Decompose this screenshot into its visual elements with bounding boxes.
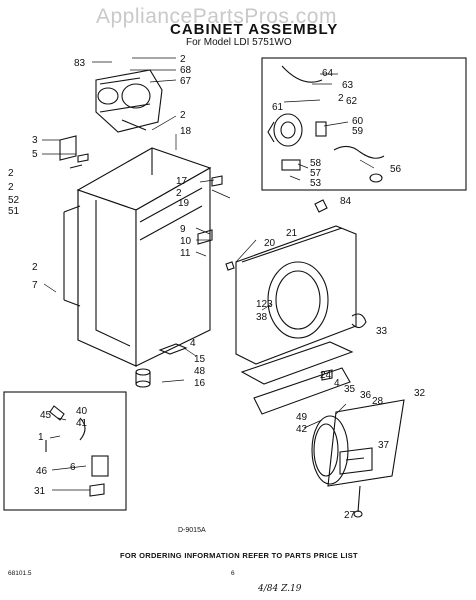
callout-2: 2 <box>32 262 38 273</box>
callout-37: 37 <box>378 440 390 451</box>
pump-assembly <box>95 69 163 133</box>
callout-67: 67 <box>180 76 192 87</box>
handwritten-note: 4/84 Z.19 <box>258 584 302 594</box>
callout-7: 7 <box>32 280 38 291</box>
leader-lines <box>42 57 375 491</box>
callout-41: 41 <box>76 418 88 429</box>
callout-36: 36 <box>360 390 372 401</box>
callout-32: 32 <box>414 388 426 399</box>
callout-48: 48 <box>194 366 206 377</box>
callout-35: 35 <box>344 384 356 395</box>
callout-42: 42 <box>296 424 308 435</box>
diagram-title: CABINET ASSEMBLY <box>170 21 339 38</box>
callout-2: 2 <box>8 168 14 179</box>
callout-2: 2 <box>180 54 186 65</box>
callout-51: 51 <box>8 206 20 217</box>
callout-2: 2 <box>8 182 14 193</box>
cabinet-body <box>63 147 212 367</box>
callout-40: 40 <box>76 406 88 417</box>
callout-53: 53 <box>310 178 322 189</box>
callout-9: 9 <box>180 224 186 235</box>
callout-24: 24 <box>320 370 332 381</box>
callout-1: 1 <box>38 432 44 443</box>
watermark: AppliancePartsPros.com <box>96 5 337 28</box>
callout-19: 19 <box>178 198 190 209</box>
drive-motor <box>267 65 385 183</box>
callout-64: 64 <box>322 68 334 79</box>
corner-brackets <box>135 175 223 388</box>
callout-4: 4 <box>334 378 340 389</box>
callout-11: 11 <box>180 248 191 259</box>
callout-4: 4 <box>190 338 196 349</box>
ordering-note: FOR ORDERING INFORMATION REFER TO PARTS … <box>120 551 358 560</box>
door-assembly <box>311 399 405 518</box>
callout-56: 56 <box>390 164 402 175</box>
callout-18: 18 <box>180 126 192 137</box>
side-brackets <box>59 135 89 169</box>
callout-27: 27 <box>344 510 356 521</box>
callout-15: 15 <box>194 354 206 365</box>
callout-10: 10 <box>180 236 192 247</box>
drive-motor-inset-box <box>261 57 467 191</box>
callout-2: 2 <box>338 93 344 104</box>
callout-59: 59 <box>352 126 364 137</box>
callout-2: 2 <box>176 188 182 199</box>
page-number: 6 <box>231 570 235 577</box>
callout-62: 62 <box>346 96 358 107</box>
callout-123: 123 <box>256 299 273 310</box>
callout-3: 3 <box>32 135 38 146</box>
switch-parts <box>45 405 109 497</box>
callout-31: 31 <box>34 486 46 497</box>
callout-38: 38 <box>256 312 268 323</box>
callout-2: 2 <box>180 110 186 121</box>
callout-61: 61 <box>272 102 284 113</box>
callout-60: 60 <box>352 116 364 127</box>
callout-58: 58 <box>310 158 322 169</box>
switch-inset-box <box>3 391 127 511</box>
callout-46: 46 <box>36 466 48 477</box>
callout-49: 49 <box>296 412 308 423</box>
model-label: For Model LDI 5751WO <box>186 37 292 48</box>
callout-52: 52 <box>8 195 20 206</box>
callout-45: 45 <box>40 410 52 421</box>
callout-28: 28 <box>372 396 384 407</box>
callout-17: 17 <box>176 176 188 187</box>
callout-57: 57 <box>310 168 322 179</box>
callout-6: 6 <box>70 462 76 473</box>
diagram-code: D-9015A <box>178 527 206 534</box>
catalog-code: 68101.5 <box>8 570 32 577</box>
callout-33: 33 <box>376 326 388 337</box>
callout-83: 83 <box>74 58 86 69</box>
front-panel <box>235 225 357 365</box>
callout-21: 21 <box>286 228 298 239</box>
callout-68: 68 <box>180 65 192 76</box>
callout-5: 5 <box>32 149 38 160</box>
callout-20: 20 <box>264 238 276 249</box>
hardware <box>225 199 367 381</box>
callout-84: 84 <box>340 196 352 207</box>
callout-63: 63 <box>342 80 354 91</box>
callout-16: 16 <box>194 378 206 389</box>
